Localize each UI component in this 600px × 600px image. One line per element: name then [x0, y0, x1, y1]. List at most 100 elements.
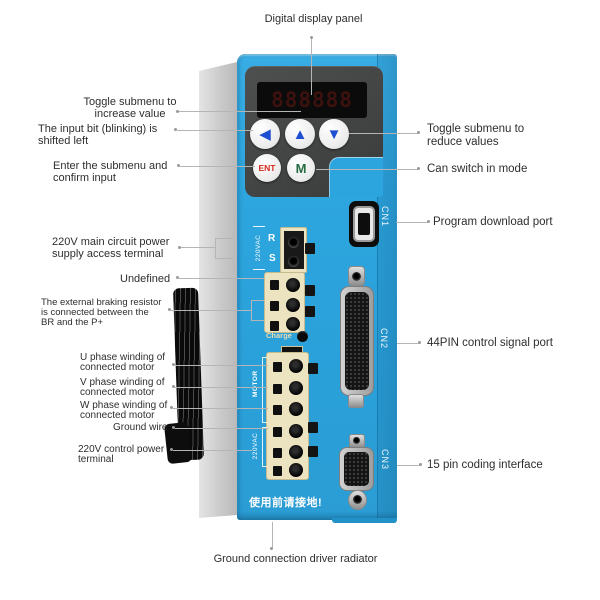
leader-dot	[178, 246, 181, 249]
terminal-clamp	[270, 301, 279, 311]
cn1-label: CN1	[380, 206, 390, 228]
cn3-label: CN3	[380, 449, 390, 471]
seven-segment-display: 888888	[257, 82, 367, 118]
label-braking-resistor: The external braking resistor is connect…	[41, 297, 162, 328]
body-bottom-step	[332, 518, 397, 523]
terminal-tab	[308, 422, 318, 433]
leader-dot	[177, 164, 180, 167]
leader-dot	[417, 131, 420, 134]
up-arrow-button: ▲	[285, 119, 315, 149]
leader-dot	[418, 341, 421, 344]
terminal-clamp	[273, 448, 282, 458]
leader-dot	[427, 220, 430, 223]
enter-button: ENT	[253, 154, 281, 182]
cn3-screw-top-center	[353, 437, 360, 444]
body-seam	[377, 54, 378, 518]
control-power-bracket	[262, 427, 267, 467]
leader-line	[179, 278, 264, 279]
down-arrow-button: ▼	[319, 119, 349, 149]
terminal-hole	[289, 402, 303, 416]
leader-line	[175, 365, 268, 366]
terminal-clamp	[270, 280, 279, 290]
terminal-tab	[305, 285, 315, 296]
terminal-r-label: R	[268, 233, 276, 244]
leader-line	[397, 343, 419, 344]
terminal-hole	[286, 317, 300, 331]
ground-warning-text: 使用前请接地!	[249, 497, 323, 509]
leader-bracket	[215, 258, 233, 259]
up-arrow-icon: ▲	[292, 125, 308, 143]
terminal-clamp	[270, 321, 279, 331]
terminal-clamp	[273, 384, 282, 394]
terminal-hole	[289, 463, 303, 477]
terminal-tab	[305, 306, 315, 317]
leader-dot	[172, 385, 175, 388]
label-toggle-reduce: Toggle submenu to reduce values	[427, 123, 525, 149]
terminal-tab	[308, 363, 318, 374]
leader-line	[171, 310, 251, 311]
cn2-screw-bottom	[348, 394, 364, 408]
cn2-connector-pins	[345, 292, 369, 390]
terminal-clamp	[273, 362, 282, 372]
leader-dot	[176, 276, 179, 279]
terminal-tab	[308, 446, 318, 457]
mounting-plate	[199, 62, 237, 518]
leader-dot	[419, 463, 422, 466]
leader-dot	[172, 426, 175, 429]
cn3-connector-pins	[344, 452, 369, 486]
down-arrow-icon: ▼	[326, 125, 342, 143]
label-w-phase: W phase winding of connected motor	[80, 400, 168, 421]
label-44pin-signal-port: 44PIN control signal port	[427, 337, 553, 349]
label-15pin-coding-interface: 15 pin coding interface	[427, 459, 543, 471]
leader-dot	[168, 308, 171, 311]
terminal-tab	[305, 243, 315, 254]
leader-line	[316, 169, 418, 170]
motor-terminal-block	[266, 352, 309, 480]
mode-button-label: M	[295, 160, 307, 176]
leader-dot	[174, 128, 177, 131]
terminal-clamp	[273, 427, 282, 437]
leader-dot	[176, 110, 179, 113]
leader-line	[175, 428, 268, 429]
terminal-hole	[286, 298, 300, 312]
leader-line	[181, 247, 215, 248]
cn2-screw-top-center	[352, 272, 361, 281]
mode-button: M	[287, 154, 315, 182]
terminal-hole	[286, 278, 300, 292]
leader-dot	[170, 448, 173, 451]
motor-group-bracket	[262, 357, 267, 423]
leader-bracket	[215, 238, 216, 259]
charge-led	[297, 331, 308, 342]
leader-line	[311, 39, 312, 95]
leader-bracket	[251, 320, 264, 321]
terminal-hole	[289, 445, 303, 459]
label-ground-wire: Ground wire	[113, 422, 168, 433]
cn1-port-slot	[358, 213, 370, 235]
leader-bracket	[251, 300, 264, 301]
label-toggle-increase: Toggle submenu to increase value	[83, 96, 177, 121]
leader-bracket	[251, 300, 252, 321]
label-mode-switch: Can switch in mode	[427, 163, 528, 175]
mains-group-label: 220VAC	[253, 226, 265, 270]
label-digital-display-panel: Digital display panel	[264, 13, 363, 25]
leader-dot	[417, 167, 420, 170]
terminal-hole	[289, 359, 303, 373]
cn2-label: CN2	[379, 328, 389, 350]
terminal-hole	[289, 424, 303, 438]
leader-line	[175, 387, 268, 388]
body-bottom-rim	[237, 511, 397, 520]
label-program-download-port: Program download port	[433, 216, 553, 228]
label-v-phase: V phase winding of connected motor	[80, 377, 165, 398]
cn3-screw-bottom-center	[353, 495, 362, 504]
leader-line	[272, 522, 273, 548]
terminal-clamp	[273, 466, 282, 476]
left-arrow-icon: ◀	[259, 125, 271, 143]
leader-line	[349, 133, 418, 134]
label-u-phase: U phase winding of connected motor	[80, 352, 166, 373]
keypad-panel-notch	[329, 157, 383, 197]
terminal-screw	[288, 256, 299, 267]
terminal-hole	[289, 381, 303, 395]
leader-line	[180, 166, 255, 167]
motor-group-label: MOTOR	[252, 370, 259, 397]
